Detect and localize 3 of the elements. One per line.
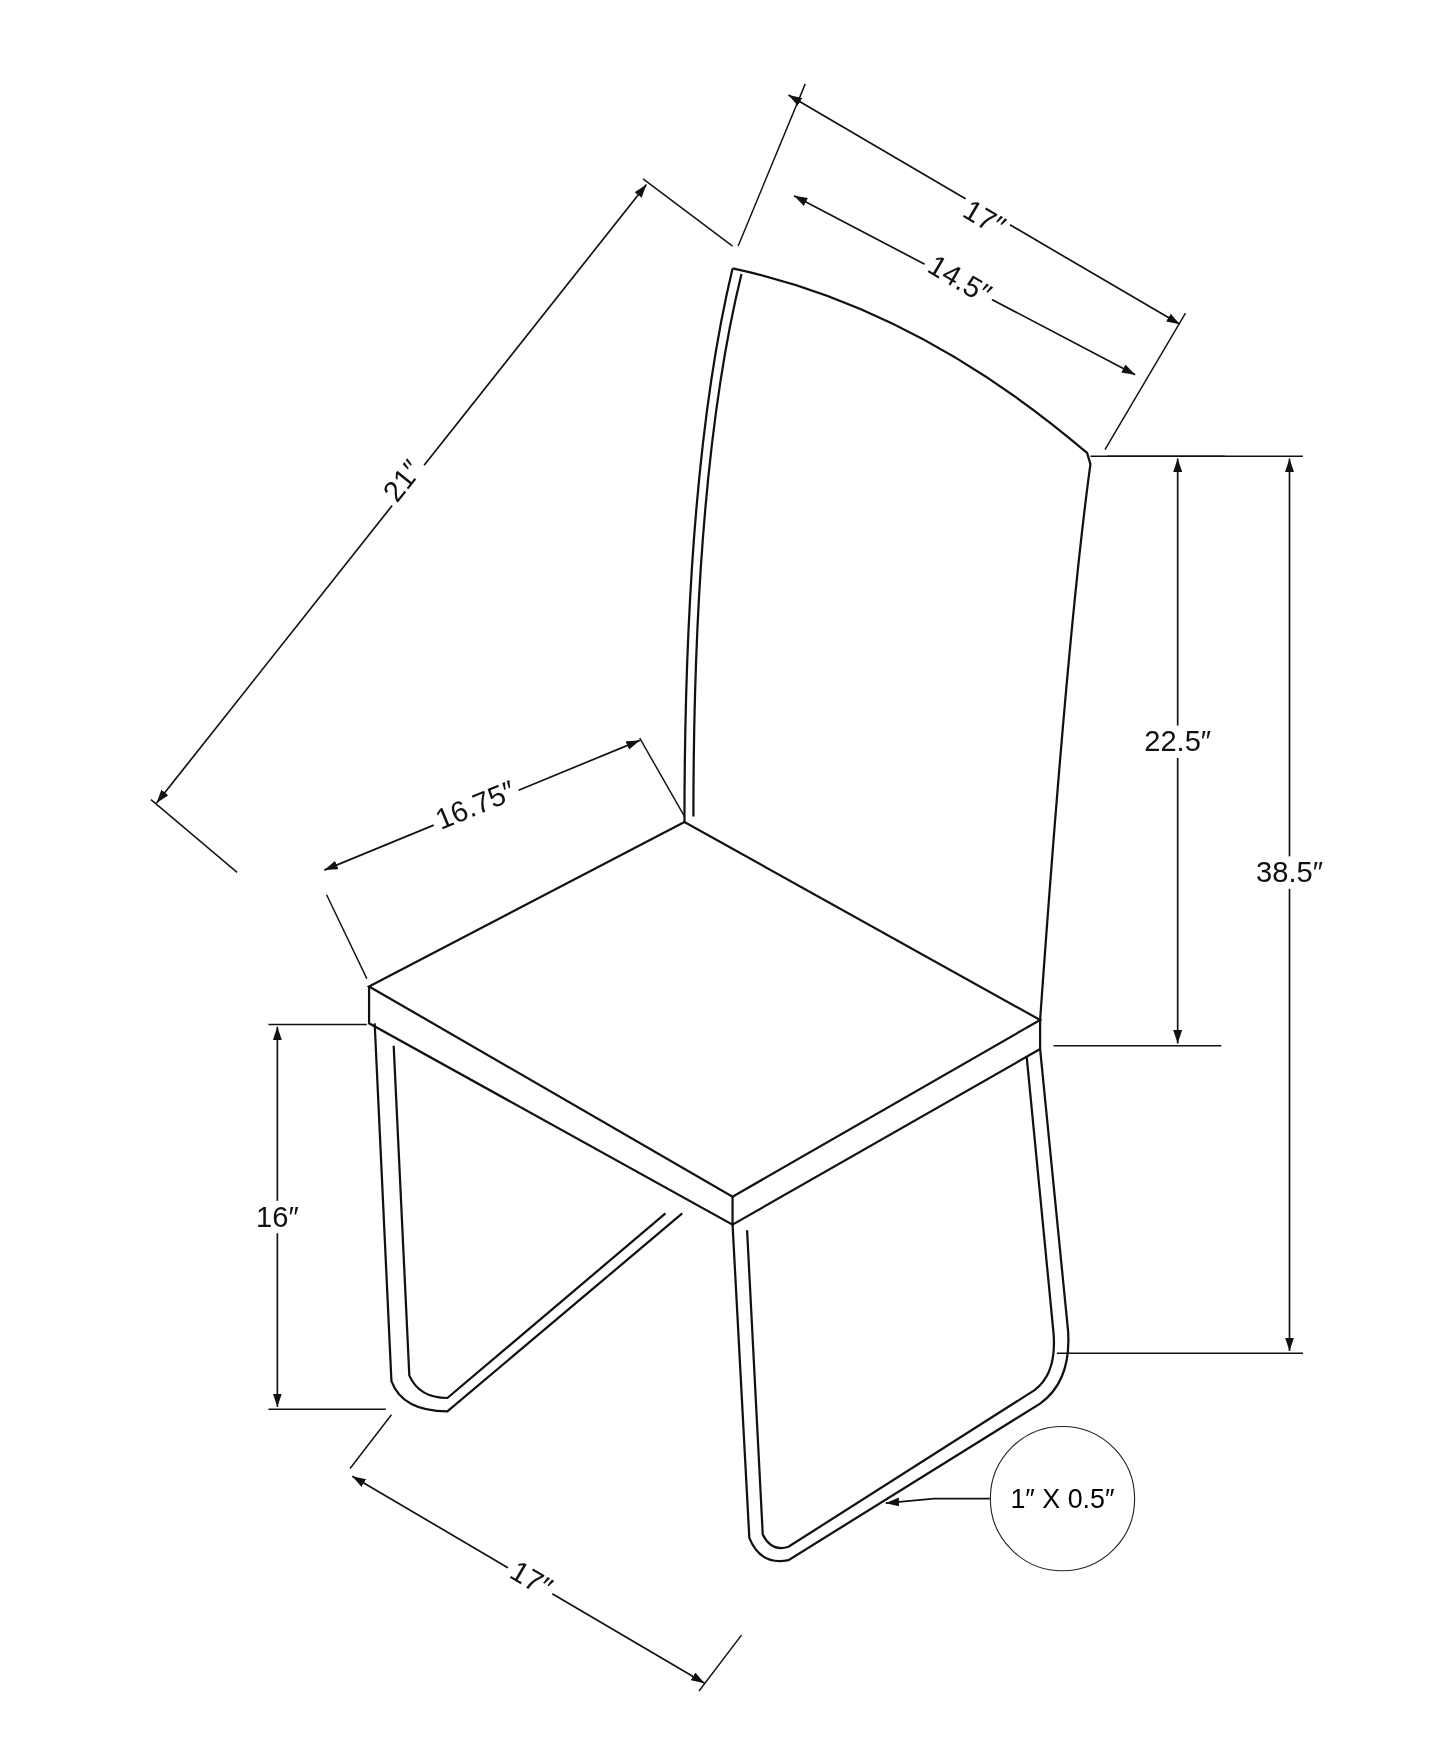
callout-circle: 1″ X 0.5″ xyxy=(989,1425,1136,1572)
chair-leg-drawing xyxy=(731,1048,1070,1563)
leader-line xyxy=(884,1497,991,1507)
